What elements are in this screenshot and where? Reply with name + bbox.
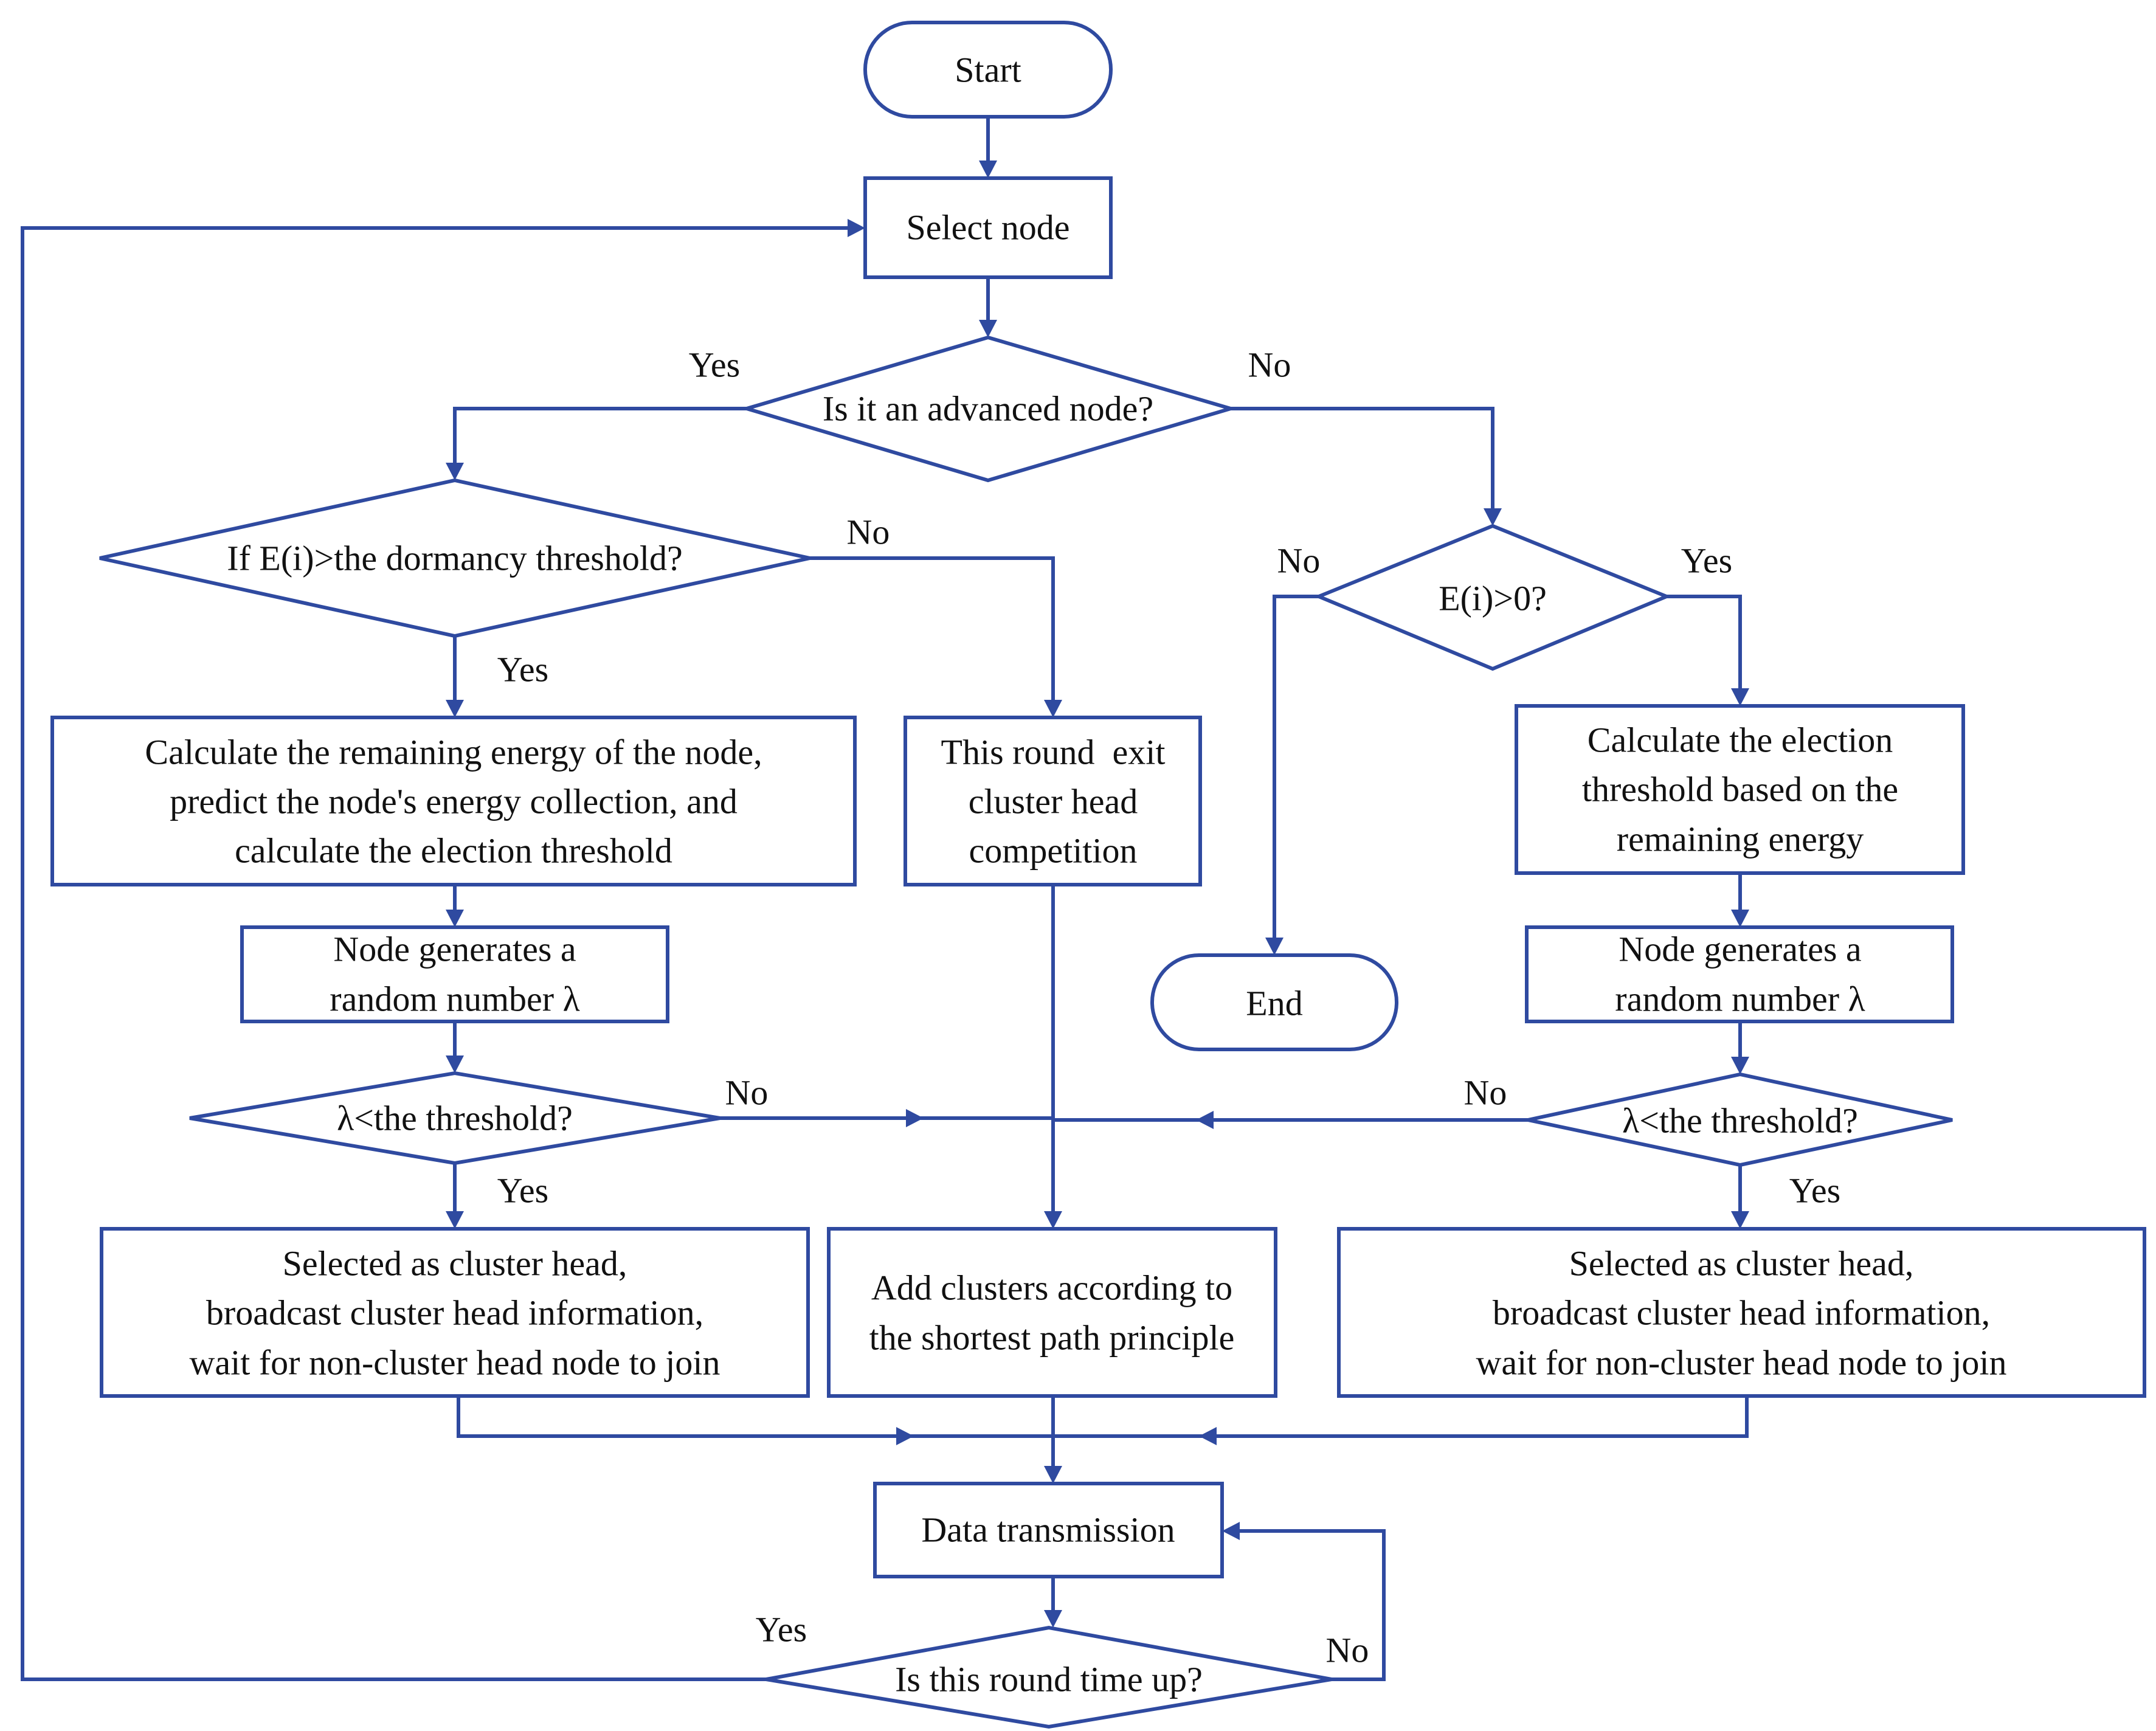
random-left-line-1: Node generates a [333,930,576,969]
arrow-round-yes [848,219,865,237]
dormancy-no-label: No [847,513,890,552]
arrow-random-right-lambda [1731,1057,1749,1074]
add-clusters-line-2: the shortest path principle [869,1318,1235,1358]
arrow-round-no [1222,1522,1240,1540]
random-right-line-2: random number λ [1615,980,1865,1019]
calculate-left-line-1: Calculate the remaining energy of the no… [145,733,762,772]
random-right-line-1: Node generates a [1619,930,1861,969]
arrow-dormancy-no [1044,700,1062,717]
arrow-lambda-left-yes [446,1211,464,1229]
add-clusters-box [827,1227,1277,1398]
connector-ch-right-merge [1053,1396,1749,1438]
exit-round-line-3: competition [969,831,1137,871]
random-right-box [1525,925,1954,1023]
arrow-lambda-left-no [906,1109,924,1127]
arrow-calc-left-random [446,910,464,927]
arrow-advanced-no [1484,508,1502,526]
connector-advanced-yes [453,407,747,466]
cluster-head-right-line-3: wait for non-cluster head node to join [1476,1343,2007,1383]
lambda-left-no-label: No [725,1073,769,1113]
round-yes-label: Yes [756,1610,807,1650]
connector-ch-left-merge [457,1396,1053,1438]
advanced-node-label: Is it an advanced node? [823,389,1153,429]
lambda-left-yes-label: Yes [497,1171,548,1211]
round-time-label: Is this round time up? [895,1660,1203,1699]
cluster-head-left-line-3: wait for non-cluster head node to join [190,1343,720,1383]
arrow-dormancy-yes [446,700,464,717]
lambda-right-yes-label: Yes [1789,1171,1840,1211]
cluster-head-right-box [1337,1227,2146,1398]
calculate-left-box [50,716,857,886]
connector-advanced-no [1231,407,1494,511]
connector-round-yes [21,226,851,1681]
cluster-head-left-line-2: broadcast cluster head information, [206,1293,703,1333]
arrow-energy-no [1265,938,1284,955]
exit-round-line-1: This round exit [941,733,1166,772]
arrow-advanced-yes [446,463,464,480]
advanced-no-label: No [1248,345,1291,385]
arrow-random-left-lambda [446,1056,464,1073]
energy-positive-label: E(i)>0? [1439,579,1547,618]
connector-round-no [1237,1529,1386,1681]
arrow-calc-right-random [1731,910,1749,927]
add-clusters-line-1: Add clusters according to [871,1268,1232,1308]
energy-yes-label: Yes [1681,541,1732,581]
dormancy-yes-label: Yes [497,650,548,689]
arrow-add-clusters-data [1044,1466,1062,1484]
data-transmission-label: Data transmission [921,1510,1175,1550]
dormancy-label: If E(i)>the dormancy threshold? [227,539,682,578]
connector-dormancy-no [810,556,1055,703]
data-transmission-box [873,1482,1224,1578]
random-left-box [240,925,669,1023]
calculate-right-box [1515,704,1965,875]
lambda-right-label: λ<the threshold? [1622,1101,1858,1141]
exit-round-line-2: cluster head [969,782,1138,821]
arrow-start-select [979,161,997,178]
calculate-left-line-2: predict the node's energy collection, an… [170,782,738,821]
random-left-line-2: random number λ [330,980,579,1019]
arrow-select-advanced [979,320,997,337]
calculate-right-line-3: remaining energy [1617,820,1864,859]
cluster-head-left-box [100,1227,810,1398]
arrow-data-round [1044,1610,1062,1628]
lambda-left-label: λ<the threshold? [337,1099,573,1138]
cluster-head-left-line-1: Selected as cluster head, [283,1244,627,1284]
cluster-head-right-line-2: broadcast cluster head information, [1493,1293,1990,1333]
start-label: Start [955,50,1021,90]
arrow-lambda-right-yes [1731,1211,1749,1229]
calculate-left-line-3: calculate the election threshold [235,831,672,871]
connector-energy-yes [1667,595,1742,691]
arrow-lambda-right-no [1196,1111,1214,1129]
calculate-right-line-2: threshold based on the [1582,770,1898,809]
cluster-head-right-line-1: Selected as cluster head, [1569,1244,1914,1284]
lambda-right-no-label: No [1464,1073,1507,1113]
end-label: End [1246,984,1302,1023]
arrow-energy-yes [1731,688,1749,706]
energy-no-label: No [1277,541,1321,581]
exit-round-box [904,716,1202,886]
connector-energy-no [1273,595,1319,941]
arrow-exit-add-clusters [1044,1211,1062,1229]
select-node-label: Select node [907,208,1070,247]
advanced-yes-label: Yes [689,345,740,385]
round-no-label: No [1326,1631,1369,1670]
calculate-right-line-1: Calculate the election [1588,720,1893,760]
arrow-ch-right-merge [1199,1427,1217,1445]
arrow-ch-left-merge [896,1427,914,1445]
lambda-right-decision [1527,1072,1953,1167]
select-node-box [863,176,1113,279]
